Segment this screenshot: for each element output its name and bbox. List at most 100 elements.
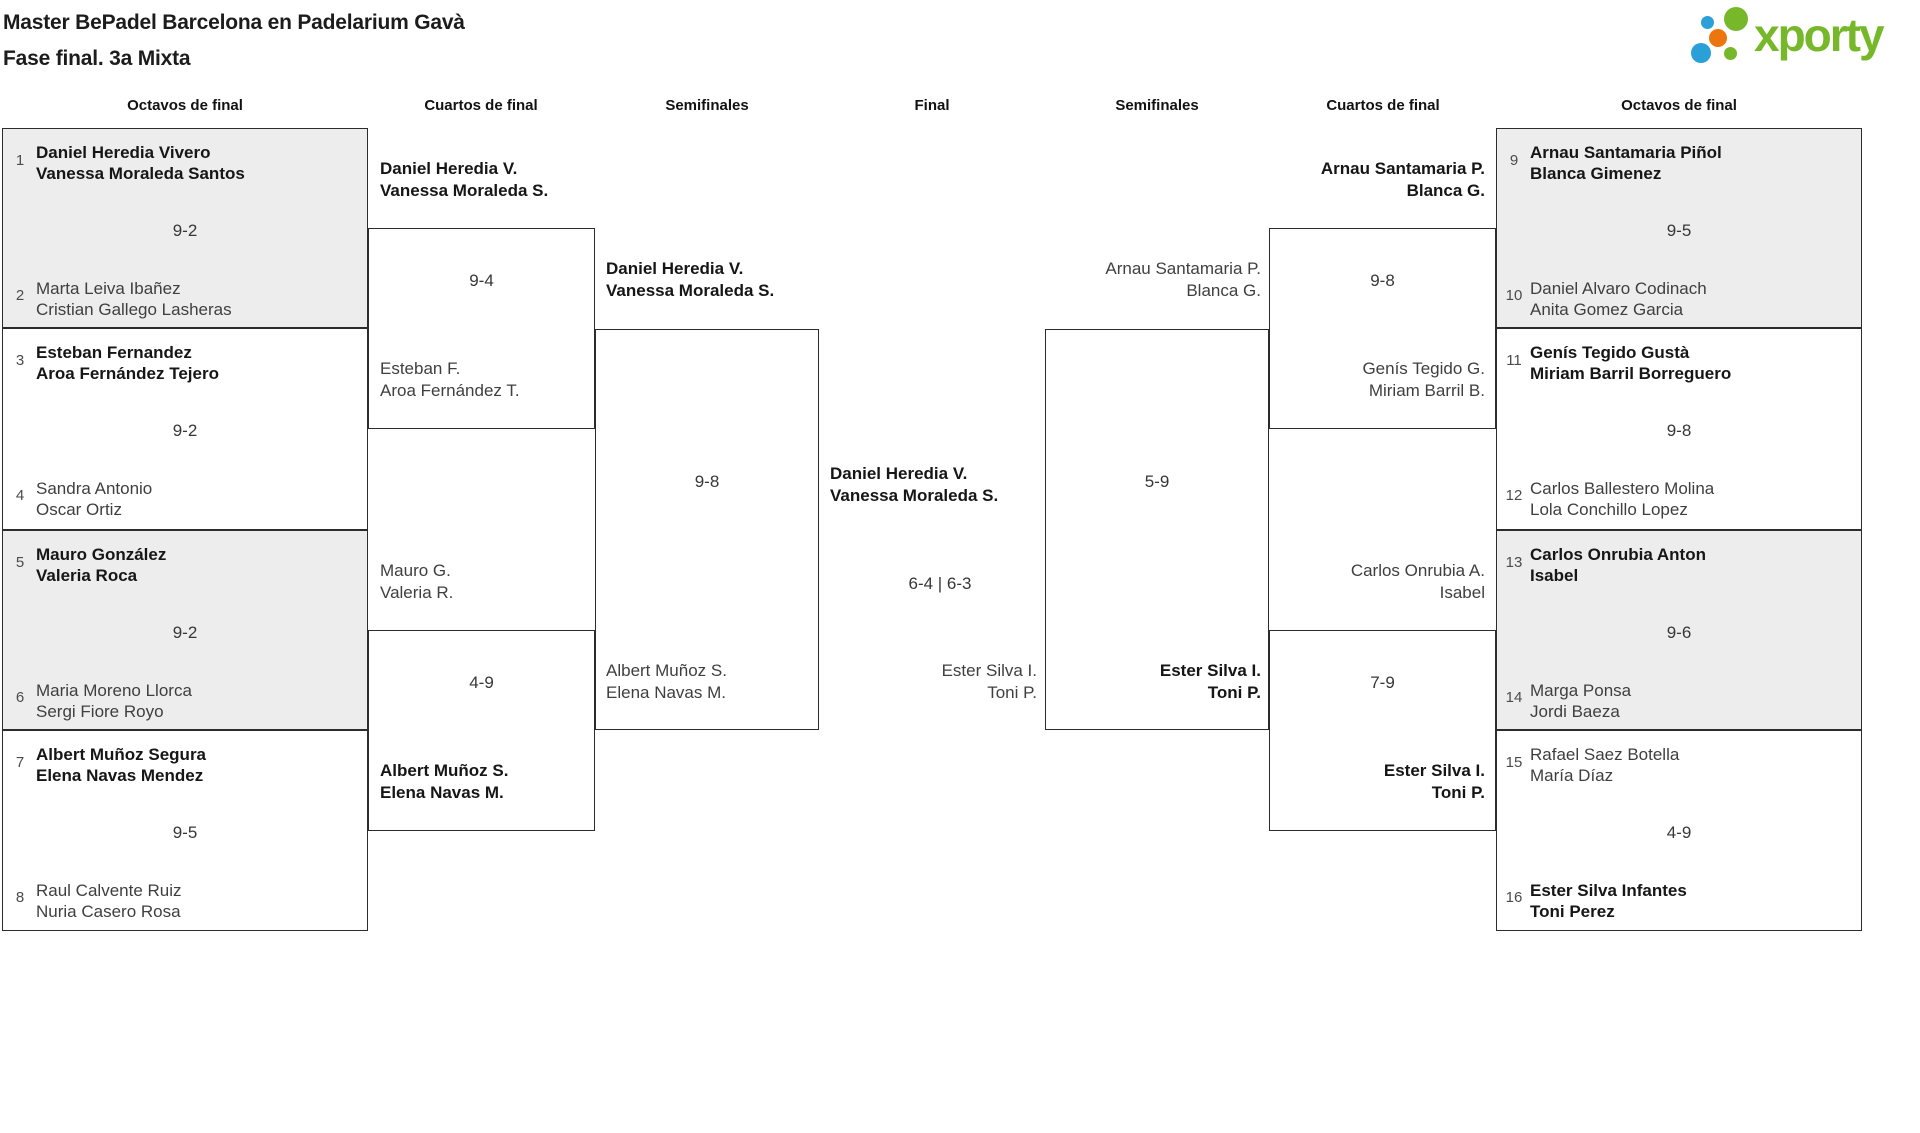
team-name-line: Aroa Fernández Tejero	[36, 364, 219, 383]
team-name-line: Isabel	[1530, 566, 1579, 585]
team-name-line: Anita Gomez Garcia	[1530, 300, 1684, 319]
round-header: Cuartos de final	[424, 97, 538, 114]
team-name-line: Genís Tegido Gustà	[1530, 343, 1690, 362]
seed-number: 11	[1506, 352, 1522, 369]
team-name-line: Daniel Alvaro Codinach	[1530, 279, 1707, 298]
seed-number: 2	[15, 287, 25, 304]
logo-dot-green-large	[1724, 7, 1748, 31]
team-name-line: Elena Navas M.	[606, 683, 726, 702]
seed-number: 14	[1505, 689, 1523, 706]
team-name-line: Esteban Fernandez	[36, 343, 192, 362]
team-name-line: Marta Leiva Ibañez	[36, 279, 181, 298]
seed-number: 6	[15, 689, 25, 706]
team-name-line: Carlos Onrubia A.	[1350, 561, 1485, 580]
round-header: Cuartos de final	[1326, 97, 1440, 114]
logo-dot-blue-large	[1691, 43, 1711, 63]
logo-dot-green-small	[1724, 47, 1737, 60]
team-name-line: Vanessa Moraleda S.	[830, 486, 999, 505]
seed-number: 7	[15, 754, 25, 771]
team-name-line: Sergi Fiore Royo	[36, 702, 164, 721]
team-names: Daniel Heredia V.Vanessa Moraleda S.	[830, 463, 998, 507]
page-title-block: Master BePadel Barcelona en Padelarium G…	[3, 5, 465, 77]
seed-number: 16	[1505, 889, 1523, 906]
match-box	[595, 329, 819, 730]
team-name-line: Marga Ponsa	[1530, 681, 1632, 700]
match-box	[368, 228, 595, 429]
team-name-line: Oscar Ortiz	[36, 500, 122, 519]
match-score: 4-9	[469, 673, 494, 692]
match-box	[1269, 630, 1496, 831]
team-name-line: Daniel Heredia Vivero	[36, 143, 211, 162]
team-name-line: Blanca G.	[1406, 181, 1485, 200]
team-names: Albert Muñoz S. Elena Navas M.	[606, 660, 727, 704]
seed-number: 12	[1505, 487, 1523, 504]
team-name-line: Nuria Casero Rosa	[36, 902, 181, 921]
match-score: 9-2	[172, 221, 198, 240]
match-score: 9-5	[1666, 221, 1692, 240]
match-score: 9-2	[172, 421, 198, 440]
team-name-line: Blanca Gimenez	[1530, 164, 1662, 183]
team-name-line: Jordi Baeza	[1530, 702, 1620, 721]
team-name-line: Ester Silva I.	[1383, 761, 1485, 780]
team-names: Ester Silva I. Toni P.	[1384, 760, 1485, 804]
team-names: Daniel Heredia V.Vanessa Moraleda S.	[380, 158, 548, 202]
team-names: Ester Silva I.Toni P.	[942, 660, 1037, 704]
seed-number: 3	[15, 352, 25, 369]
logo-wordmark: xporty	[1754, 9, 1885, 61]
team-name-line: Vanessa Moraleda Santos	[36, 164, 245, 183]
team-names: Arnau Santamaria P.Blanca G.	[1321, 158, 1485, 202]
team-names: Daniel Heredia V.Vanessa Moraleda S.	[606, 258, 774, 302]
seed-number: 10	[1505, 287, 1523, 304]
seed-number: 5	[15, 554, 25, 571]
seed-number: 1	[15, 152, 25, 169]
round-header: Final	[914, 97, 950, 114]
team-name-line: Mauro González	[36, 545, 167, 564]
team-name-line: Albert Muñoz S.	[606, 661, 727, 680]
match-score: 9-6	[1666, 623, 1692, 642]
xporty-logo: xporty	[1690, 0, 1920, 72]
team-names: Arnau Santamaria P.Blanca G.	[1105, 258, 1261, 302]
team-name-line: Esteban F.	[380, 359, 461, 378]
logo-dot-blue-small	[1701, 16, 1714, 29]
team-names: Carlos Onrubia A. Isabel	[1351, 560, 1485, 604]
team-names: Albert Muñoz S.Elena Navas M.	[380, 760, 508, 804]
match-score: 9-2	[172, 623, 198, 642]
team-name-line: Valeria Roca	[36, 566, 138, 585]
event-title: Master BePadel Barcelona en Padelarium G…	[3, 11, 465, 34]
logo-dot-orange	[1709, 29, 1727, 47]
team-name-line: María Díaz	[1530, 766, 1614, 785]
team-name-line: Isabel	[1439, 583, 1485, 602]
team-name-line: Aroa Fernández T.	[380, 381, 520, 400]
team-name-line: Albert Muñoz Segura	[36, 745, 207, 764]
team-name-line: Miriam Barril B.	[1368, 381, 1485, 400]
team-name-line: Daniel Heredia V.	[380, 159, 518, 178]
match-box	[368, 630, 595, 831]
match-score: 7-9	[1370, 673, 1395, 692]
team-names: Ester Silva I.Toni P.	[1160, 660, 1261, 704]
seed-number: 9	[1509, 152, 1519, 169]
team-name-line: Elena Navas Mendez	[36, 766, 204, 785]
team-name-line: Toni P.	[1431, 783, 1485, 802]
seed-number: 15	[1505, 754, 1523, 771]
team-name-line: Carlos Onrubia Anton	[1530, 545, 1706, 564]
team-name-line: Genís Tegido G.	[1362, 359, 1485, 378]
seed-number: 13	[1505, 554, 1523, 571]
match-box	[1045, 329, 1269, 730]
